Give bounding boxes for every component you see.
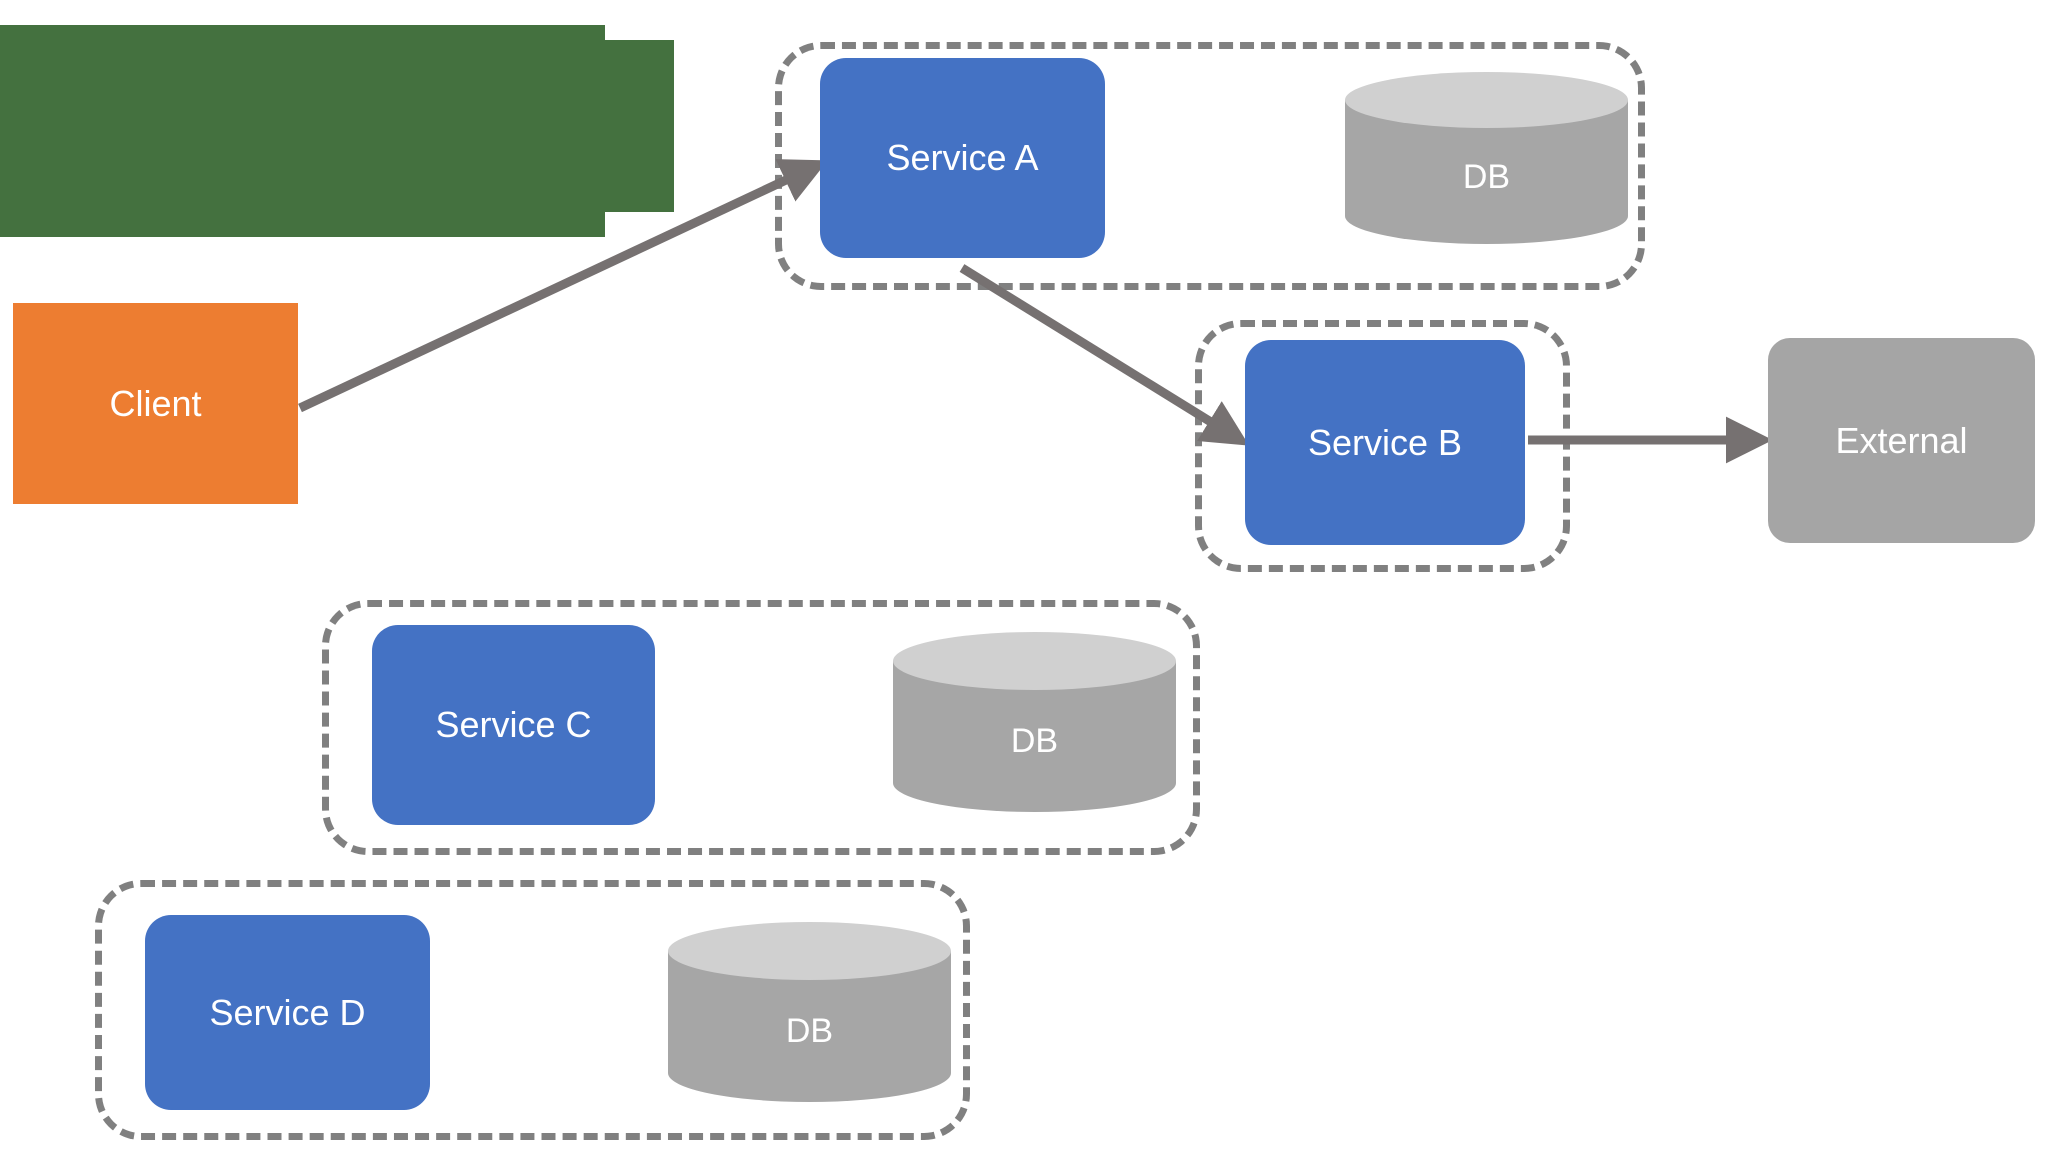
group-service-b [1195,320,1570,572]
redaction-block-wide [0,40,674,212]
node-client[interactable]: Client [13,303,298,504]
database-cylinder-service-d: DB [668,922,951,1102]
node-service-b[interactable]: Service B [1245,340,1525,545]
node-service-a[interactable]: Service A [820,58,1105,258]
node-service-c[interactable]: Service C [372,625,655,825]
group-service-d [95,880,970,1140]
node-service-d[interactable]: Service D [145,915,430,1110]
database-cylinder-service-a: DB [1345,72,1628,245]
database-cylinder-service-c: DB [893,632,1176,812]
node-external[interactable]: External [1768,338,2035,543]
group-service-c [322,600,1200,855]
